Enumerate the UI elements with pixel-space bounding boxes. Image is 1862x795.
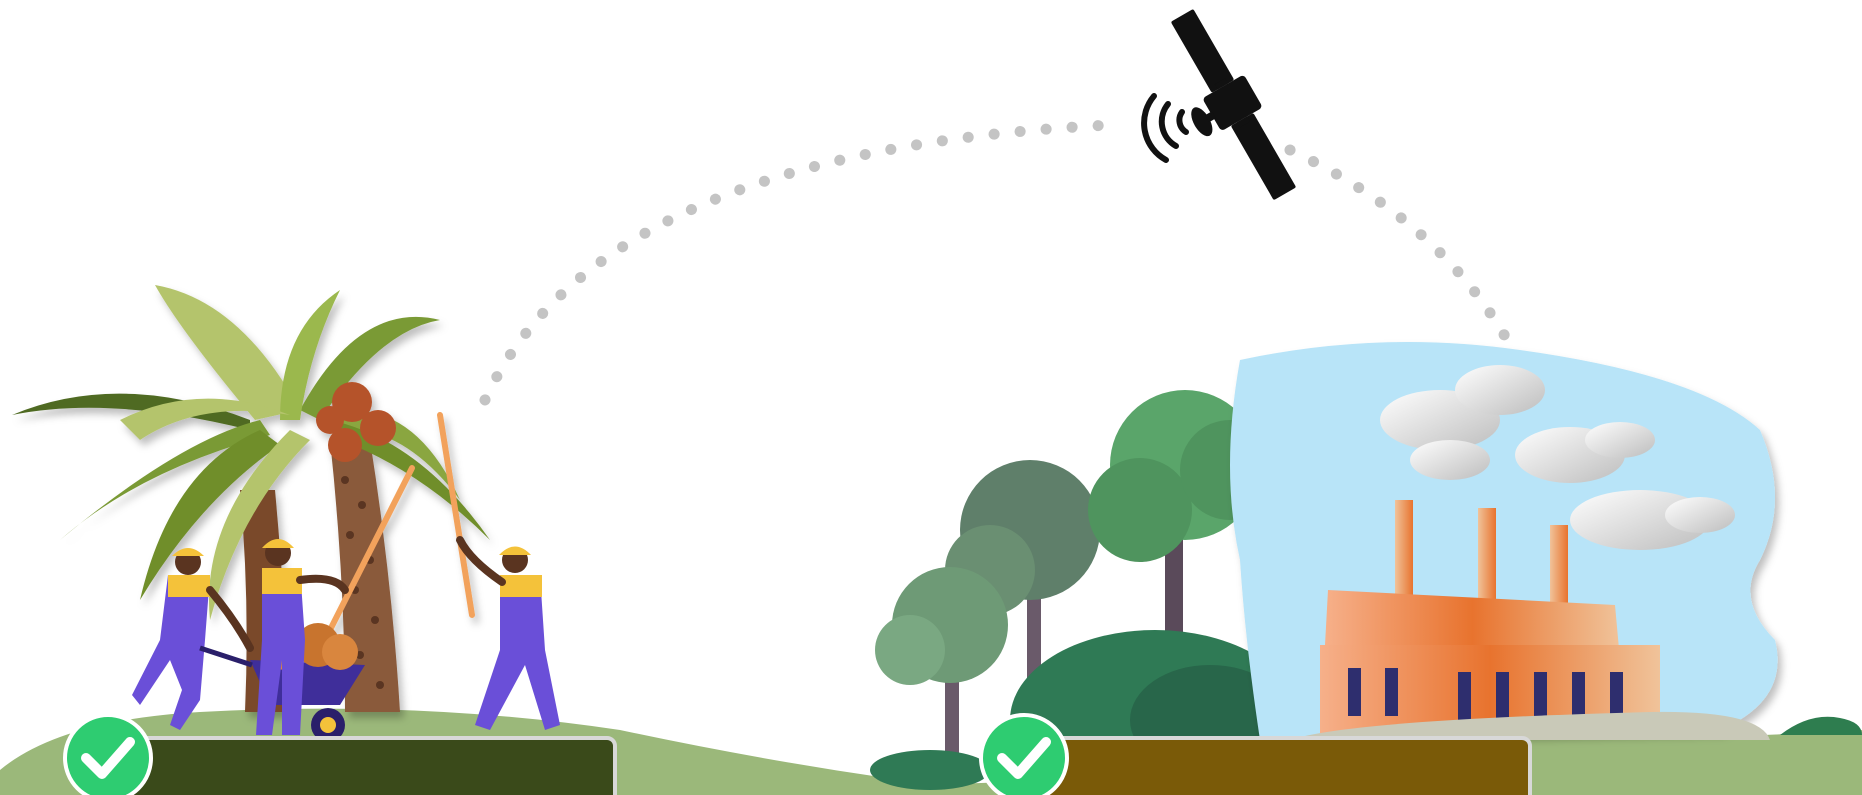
signal-waves-icon <box>1144 96 1186 160</box>
satellite-icon <box>1144 3 1306 215</box>
check-icon <box>981 715 1067 795</box>
worker-right <box>460 540 560 730</box>
right-panel <box>1045 738 1530 795</box>
factory-scene <box>1230 342 1778 740</box>
check-icon <box>65 715 151 795</box>
left-panel <box>130 738 615 795</box>
